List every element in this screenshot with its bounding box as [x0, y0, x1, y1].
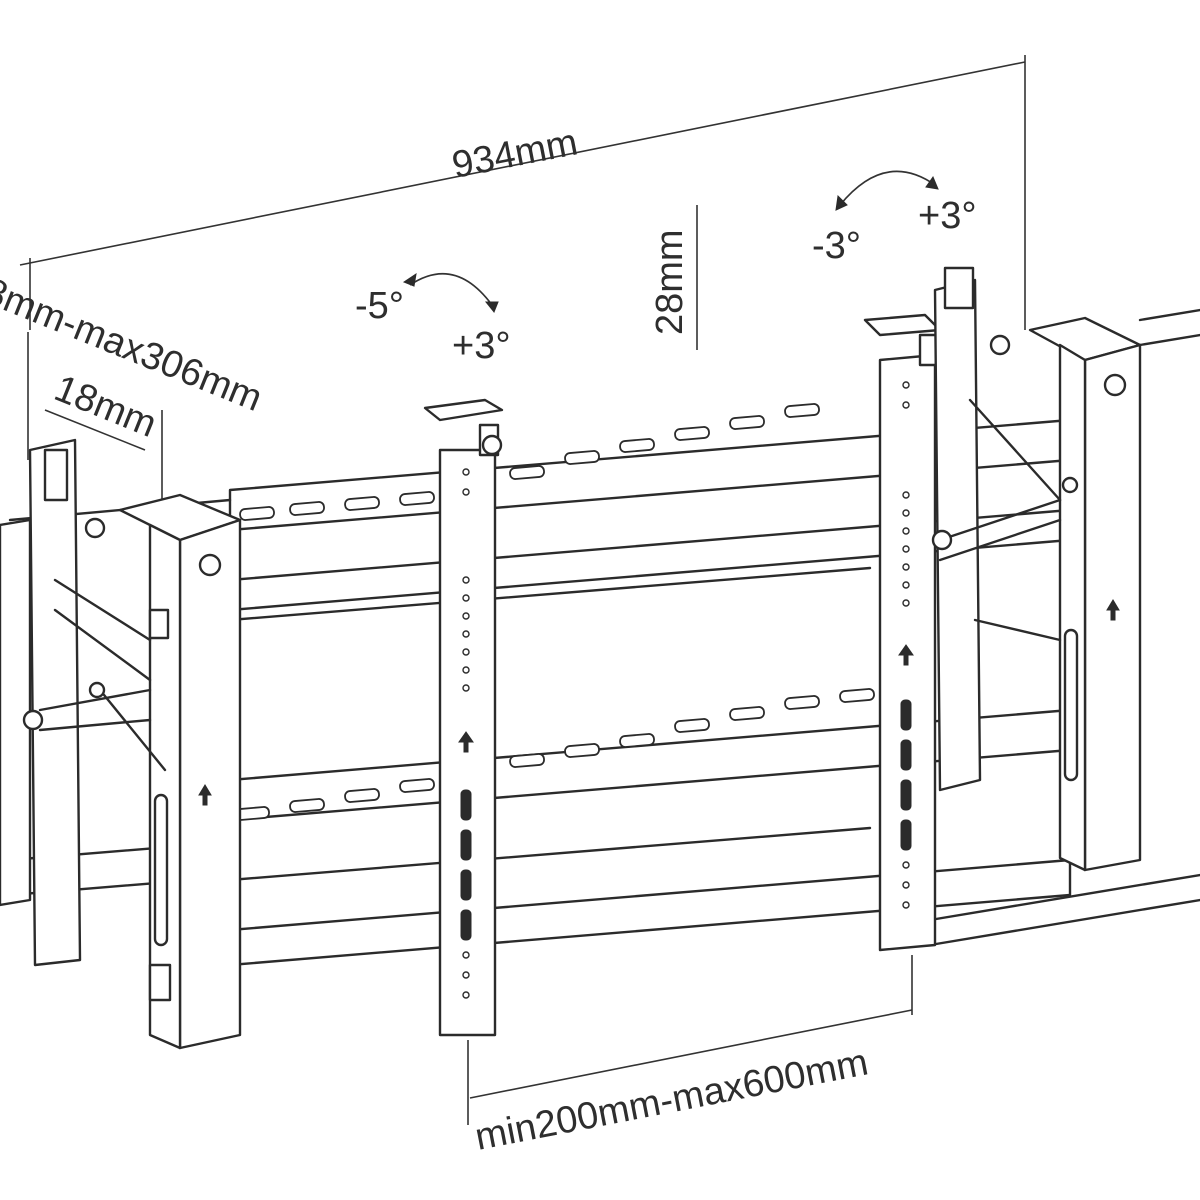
vertical-adjust-dimension: 28mm	[649, 205, 698, 350]
width-label: 934mm	[449, 121, 581, 186]
arrow-head-icon	[484, 301, 499, 313]
arrow-head-icon	[835, 194, 848, 211]
up-arrow-icon	[458, 731, 474, 753]
width-dimension: 934mm	[19, 55, 1026, 330]
arrow-head-icon	[925, 175, 939, 190]
rail-slots-bottom	[234, 688, 875, 821]
right-tilt-minus: -3°	[812, 225, 861, 267]
left-wall-post	[0, 438, 242, 1050]
vertical-adjust-label: 28mm	[649, 229, 691, 335]
depth-range-label: min88mm-max306mm	[0, 239, 268, 420]
up-arrow-icon	[198, 784, 212, 806]
arrow-head-icon	[402, 272, 417, 287]
bracket-right	[863, 313, 942, 952]
right-tilt-indicator: -3° +3°	[812, 170, 977, 267]
spacing-dimension: min200mm-max600mm	[467, 955, 913, 1159]
up-arrow-icon	[898, 644, 914, 666]
spacing-label: min200mm-max600mm	[472, 1041, 872, 1158]
right-tilt-plus: +3°	[918, 195, 977, 237]
left-tilt-indicator: -5° +3°	[355, 272, 511, 367]
bracket-left	[423, 398, 504, 1037]
up-arrow-icon	[1106, 599, 1120, 621]
left-tilt-plus: +3°	[452, 325, 511, 367]
rail-slots-top	[239, 403, 820, 521]
right-wall-post	[931, 266, 1142, 872]
left-tilt-minus: -5°	[355, 285, 404, 327]
